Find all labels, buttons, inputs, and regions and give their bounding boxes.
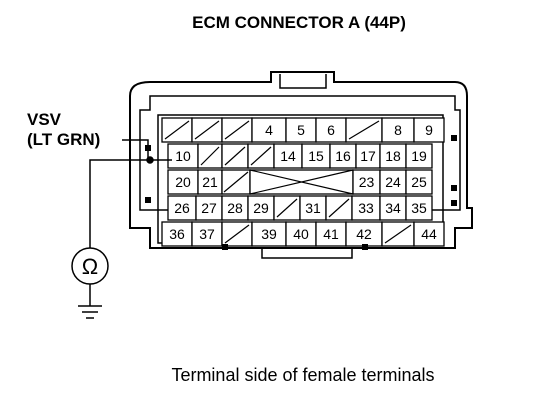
terminal-number: 33: [358, 200, 374, 216]
terminal-number: 17: [360, 148, 376, 164]
terminal-number: 29: [253, 200, 269, 216]
wire-lead: [71, 139, 172, 319]
terminal-number: 15: [308, 148, 324, 164]
terminal-cell: [413, 221, 445, 247]
terminal-number: 37: [199, 226, 215, 242]
terminal-number: 21: [202, 174, 218, 190]
terminal-number: 10: [175, 148, 191, 164]
terminal-cell: [351, 195, 381, 221]
terminal-number: 31: [305, 200, 321, 216]
side-markers: [145, 135, 457, 250]
terminal-cell: [221, 195, 249, 221]
terminal-cell: [379, 169, 407, 195]
empty-slash: [348, 120, 380, 140]
terminal-number: 27: [201, 200, 217, 216]
terminal-number: 20: [175, 174, 191, 190]
terminal-cell: [405, 169, 433, 195]
marker-left-2: [145, 197, 151, 203]
marker-bottom-1: [222, 244, 228, 250]
terminal-cell: [167, 143, 199, 169]
terminal-cell: [301, 143, 331, 169]
terminal-number: 28: [227, 200, 243, 216]
marker-right-3: [451, 200, 457, 206]
ohm-symbol: Ω: [82, 254, 98, 279]
terminal-cell: [191, 221, 223, 247]
wire-color: (LT GRN): [27, 130, 100, 149]
wire-name: VSV: [27, 110, 62, 129]
empty-slash: [224, 146, 246, 166]
terminal-number: 34: [385, 200, 401, 216]
terminal-number: 42: [356, 226, 372, 242]
empty-slash: [164, 120, 190, 140]
terminal-number: 8: [394, 122, 402, 138]
terminal-number: 40: [293, 226, 309, 242]
terminal-number: 9: [425, 122, 433, 138]
terminal-number: 25: [411, 174, 427, 190]
terminal-number: 24: [385, 174, 401, 190]
marker-left-1: [145, 145, 151, 151]
terminal-cell: [161, 221, 193, 247]
empty-slash: [223, 171, 249, 193]
terminal-cell: [329, 143, 357, 169]
terminal-cell: [379, 143, 407, 169]
terminal-cell: [299, 195, 327, 221]
diagram-caption: Terminal side of female terminals: [171, 365, 434, 385]
terminal-cell: [195, 195, 223, 221]
lead-hook: [122, 139, 149, 160]
terminal-number: 6: [327, 122, 335, 138]
terminal-number: 5: [297, 122, 305, 138]
housing-outer: [129, 71, 473, 249]
empty-slash: [194, 120, 220, 140]
terminal-number: 44: [421, 226, 437, 242]
empty-slash: [250, 146, 272, 166]
terminal-cell: [405, 143, 433, 169]
terminal-number: 14: [280, 148, 296, 164]
terminal-probe-dot: [146, 156, 154, 164]
blocked-cross-line: [249, 169, 354, 195]
terminal-number: 41: [323, 226, 339, 242]
terminal-number: 35: [411, 200, 427, 216]
empty-slash: [276, 198, 298, 218]
terminal-number: 19: [411, 148, 427, 164]
terminal-cell: [285, 117, 317, 143]
empty-slash: [328, 198, 350, 218]
terminal-number: 36: [169, 226, 185, 242]
terminal-number: 4: [265, 122, 273, 138]
empty-slash: [224, 224, 250, 244]
lead-line: [89, 159, 172, 248]
marker-right-2: [451, 185, 457, 191]
terminal-number: 39: [261, 226, 277, 242]
terminal-cell: [355, 143, 381, 169]
empty-slash: [200, 146, 220, 166]
terminal-grid: 4 5 6 8 9 10 14 15 16 17 18 19 20 21 23 24 25 26 27 28 29 31 3…: [161, 117, 445, 247]
latch-top: [279, 74, 327, 89]
housing-inner: [139, 95, 461, 211]
terminal-cell: [197, 169, 223, 195]
terminal-number: 16: [335, 148, 351, 164]
terminal-cell: [405, 195, 433, 221]
terminal-cell: [247, 195, 275, 221]
empty-slash: [224, 120, 250, 140]
diagram-title: ECM CONNECTOR A (44P): [192, 13, 406, 32]
marker-right-1: [451, 135, 457, 141]
empty-slash: [384, 224, 412, 244]
key-bottom: [261, 248, 353, 259]
terminal-number: 18: [385, 148, 401, 164]
terminal-number: 26: [174, 200, 190, 216]
terminal-number: 23: [359, 174, 375, 190]
terminal-cell: [413, 117, 445, 143]
marker-bottom-2: [362, 244, 368, 250]
